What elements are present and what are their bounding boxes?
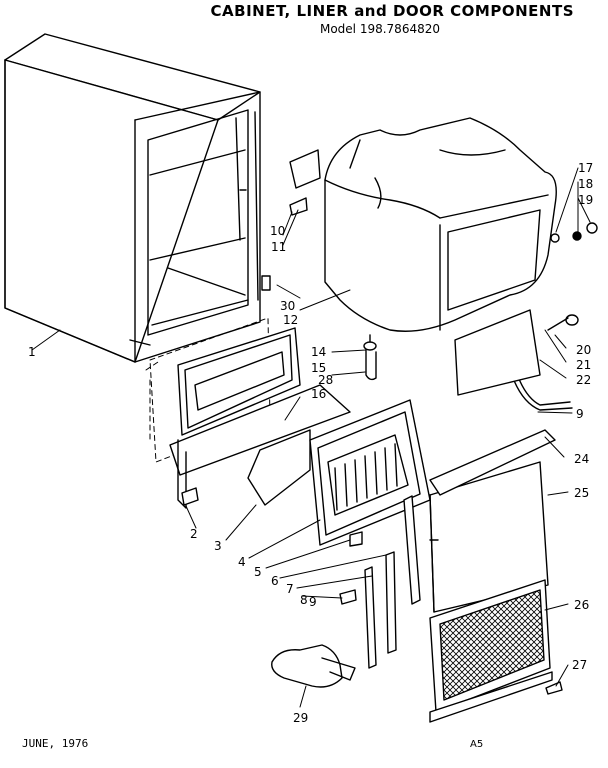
plug-assembly (363, 334, 377, 381)
callout-11: 11 (271, 240, 286, 254)
callout-12: 12 (283, 313, 298, 327)
callout-25: 25 (574, 486, 589, 500)
callout-5: 5 (254, 565, 262, 579)
callout-3: 3 (214, 539, 222, 553)
callout-1: 1 (28, 345, 36, 359)
diagram-title: CABINET, LINER and DOOR COMPONENTS (210, 2, 574, 20)
callout-27: 27 (572, 658, 587, 672)
door-frame (169, 327, 351, 509)
door-outer-panel (429, 461, 549, 613)
callout-19: 19 (578, 193, 593, 207)
callout-24: 24 (574, 452, 589, 466)
callout-9-tube: 9 (576, 407, 584, 421)
liner-outline (324, 117, 557, 332)
page-code: A5 (470, 739, 484, 750)
screw-27 (545, 681, 563, 695)
callout-4: 4 (238, 555, 246, 569)
callout-29: 29 (293, 711, 308, 725)
callout-10: 10 (270, 224, 285, 238)
fasteners-17-19 (550, 222, 598, 243)
callout-30: 30 (280, 299, 295, 313)
door-panel-part (247, 429, 311, 506)
callout-6: 6 (271, 574, 279, 588)
top-rail (429, 429, 556, 496)
door-handle (271, 644, 356, 688)
drain-tube-assembly (454, 309, 579, 411)
callout-17: 17 (578, 161, 593, 175)
cabinet-outline (4, 33, 261, 363)
callout-9-bracket: 9 (309, 595, 317, 609)
hinge-parts (261, 149, 321, 291)
callout-labels: 1 2 3 4 5 6 7 8 9 9 10 11 12 14 15 16 17… (28, 161, 593, 725)
model-number: Model 198.7864820 (319, 22, 440, 36)
callout-20: 20 (576, 343, 591, 357)
callout-26: 26 (574, 598, 589, 612)
callout-8: 8 (300, 593, 308, 607)
kick-grille (429, 579, 553, 723)
callout-18: 18 (578, 177, 593, 191)
callout-16: 16 (311, 387, 326, 401)
callout-14: 14 (311, 345, 326, 359)
callout-22: 22 (576, 373, 591, 387)
publication-date: JUNE, 1976 (22, 737, 89, 750)
callout-21: 21 (576, 358, 591, 372)
callout-15: 15 (311, 361, 326, 375)
callout-28: 28 (318, 373, 333, 387)
leader-lines (31, 167, 591, 708)
callout-2: 2 (190, 527, 198, 541)
callout-7: 7 (286, 582, 294, 596)
trim-strips (339, 495, 421, 669)
